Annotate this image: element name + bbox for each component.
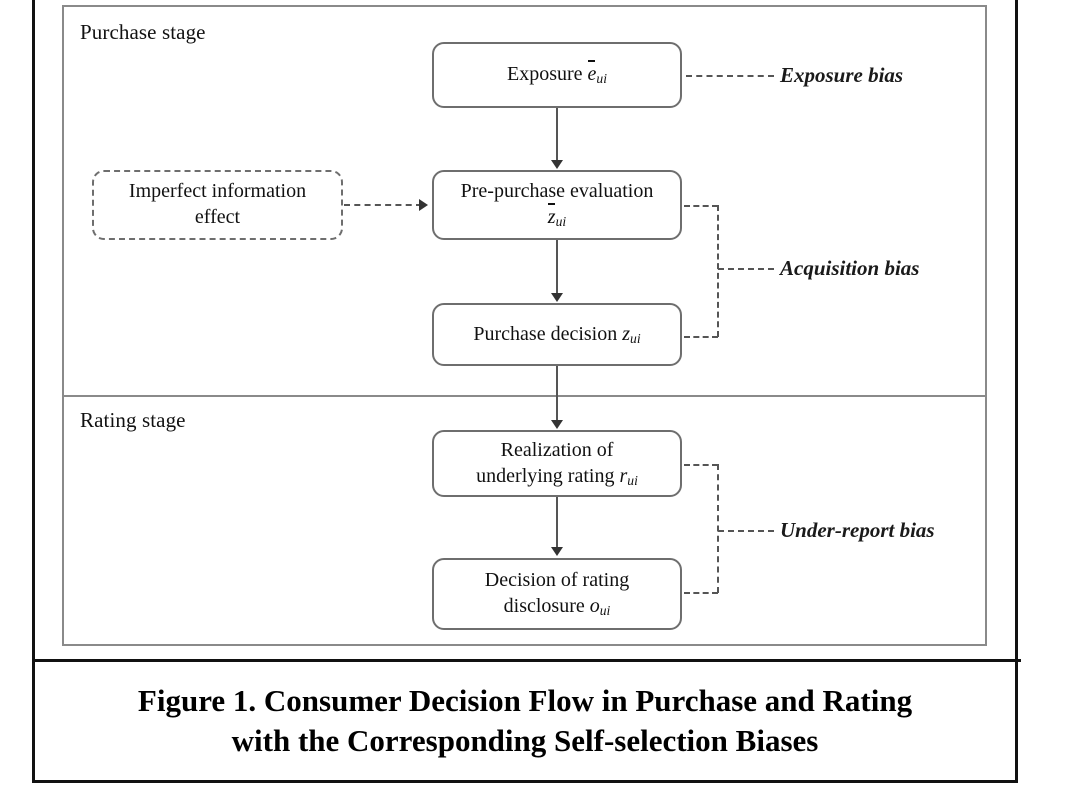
node-realization-underlying-rating[interactable]: Realization of underlying rating rui xyxy=(432,430,682,497)
figure-caption-divider xyxy=(32,659,1021,662)
stage-divider-line xyxy=(62,395,987,397)
node-rating-disclosure-decision[interactable]: Decision of rating disclosure oui xyxy=(432,558,682,630)
node-exposure-label: Exposure eui xyxy=(506,60,607,88)
node-disclosure-label: Decision of rating disclosure oui xyxy=(485,568,629,619)
figure-outer-frame xyxy=(32,0,1018,783)
node-imperfect-label: Imperfect information effect xyxy=(129,179,306,230)
node-preeval-text: Pre-purchase evaluation xyxy=(460,180,654,203)
node-disclosure-symbol: oui xyxy=(589,595,611,618)
node-exposure-symbol: eui xyxy=(588,60,607,88)
node-disclosure-line1: Decision of rating xyxy=(484,569,630,592)
arrow-realization-to-disclosure-line xyxy=(556,497,558,549)
node-imperfect-line1: Imperfect information xyxy=(128,180,307,203)
node-exposure-symbol-char: e xyxy=(588,60,596,88)
node-preeval-symbol: zui xyxy=(548,203,567,231)
node-preeval-subscript: ui xyxy=(555,213,567,229)
node-purchasedec-symbol: zui xyxy=(622,322,641,346)
node-exposure-text: Exposure xyxy=(506,63,583,86)
leader-exposure-bias xyxy=(686,75,774,77)
arrow-preeval-to-purchasedec-head-icon xyxy=(551,293,563,302)
node-realization-line1: Realization of xyxy=(500,438,614,461)
node-purchasedec-label: Purchase decision zui xyxy=(473,322,640,348)
node-exposure-subscript: ui xyxy=(596,71,607,87)
node-realization-label: Realization of underlying rating rui xyxy=(476,438,638,489)
node-purchasedec-symbol-char: z xyxy=(622,322,631,345)
node-purchasedec-text: Purchase decision xyxy=(473,322,618,345)
bracket-underreport-spine xyxy=(717,464,719,593)
bracket-underreport-top xyxy=(684,464,718,466)
node-realization-subscript: ui xyxy=(627,472,638,488)
node-purchase-decision[interactable]: Purchase decision zui xyxy=(432,303,682,366)
diagram-outline xyxy=(62,5,987,646)
arrow-exposure-to-preeval-line xyxy=(556,108,558,162)
node-disclosure-line2: disclosure xyxy=(503,595,585,617)
node-imperfect-information-effect[interactable]: Imperfect information effect xyxy=(92,170,343,240)
node-realization-symbol-char: r xyxy=(619,464,628,487)
arrow-purchasedec-to-realization-head-icon xyxy=(551,420,563,429)
node-disclosure-subscript: ui xyxy=(599,602,611,618)
arrow-preeval-to-purchasedec-line xyxy=(556,240,558,295)
bracket-acquisition-bottom xyxy=(684,336,718,338)
label-acquisition-bias: Acquisition bias xyxy=(780,256,920,280)
node-disclosure-symbol-char: o xyxy=(589,595,600,617)
arrow-realization-to-disclosure-head-icon xyxy=(551,547,563,556)
node-pre-purchase-evaluation[interactable]: Pre-purchase evaluation zui xyxy=(432,170,682,240)
figure-caption-line1: Figure 1. Consumer Decision Flow in Purc… xyxy=(137,682,913,718)
figure-caption-text: Figure 1. Consumer Decision Flow in Purc… xyxy=(138,681,912,762)
node-imperfect-line2: effect xyxy=(194,206,241,228)
bracket-acquisition-spine xyxy=(717,205,719,337)
node-preeval-symbol-char: z xyxy=(548,203,556,231)
bracket-underreport-bottom xyxy=(684,592,718,594)
arrow-purchasedec-to-realization-line xyxy=(556,366,558,422)
purchase-stage-label: Purchase stage xyxy=(80,20,206,44)
arrow-exposure-to-preeval-head-icon xyxy=(551,160,563,169)
node-realization-line2: underlying rating xyxy=(476,464,615,487)
label-underreport-bias: Under-report bias xyxy=(780,518,935,542)
node-purchasedec-subscript: ui xyxy=(630,330,641,346)
leader-underreport-bias xyxy=(718,530,774,532)
dashed-arrow-imperfect-to-preeval-head-icon xyxy=(419,199,428,211)
figure-caption: Figure 1. Consumer Decision Flow in Purc… xyxy=(35,662,1015,780)
figure-caption-line2: with the Corresponding Self-selection Bi… xyxy=(231,723,819,758)
bracket-acquisition-top xyxy=(684,205,718,207)
rating-stage-label: Rating stage xyxy=(80,408,186,432)
label-exposure-bias: Exposure bias xyxy=(780,63,904,87)
leader-acquisition-bias xyxy=(718,268,774,270)
node-realization-symbol: rui xyxy=(619,464,638,488)
dashed-arrow-imperfect-to-preeval-line xyxy=(344,204,422,206)
node-exposure[interactable]: Exposure eui xyxy=(432,42,682,108)
node-preeval-label: Pre-purchase evaluation zui xyxy=(461,179,654,230)
